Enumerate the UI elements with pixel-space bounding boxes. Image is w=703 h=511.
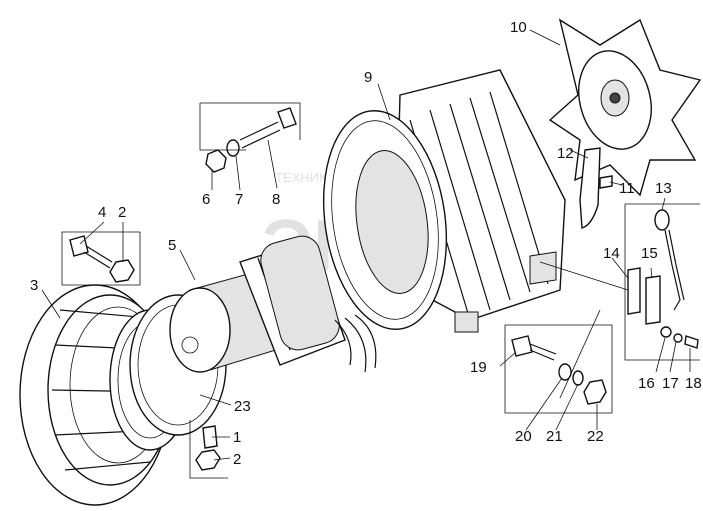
callout-15: 15: [641, 245, 658, 262]
callout-21: 21: [546, 428, 563, 445]
part-1-2-stud-set: [195, 425, 221, 471]
callout-9: 9: [364, 69, 372, 86]
callout-19: 19: [470, 359, 487, 376]
callout-2: 2: [118, 204, 126, 221]
callout-14: 14: [603, 245, 620, 262]
callout-23: 23: [234, 398, 251, 415]
leader-lines: [41, 29, 691, 461]
callout-16: 16: [638, 375, 655, 392]
callout-4: 4: [98, 204, 106, 221]
callout-18: 18: [685, 375, 702, 392]
callout-1: 1: [233, 429, 241, 446]
callout-6: 6: [202, 191, 210, 208]
callout-20: 20: [515, 428, 532, 445]
callout-8: 8: [272, 191, 280, 208]
callout-17: 17: [662, 375, 679, 392]
part-4-2-bolt-set: [69, 235, 135, 283]
part-9-stator-housing: [322, 69, 566, 333]
callout-22: 22: [587, 428, 604, 445]
callout-2: 2: [233, 451, 241, 468]
callout-11: 11: [619, 180, 635, 197]
callout-12: 12: [557, 145, 574, 162]
part-19-bolt: [511, 335, 557, 361]
callout-3: 3: [30, 277, 38, 294]
part-16-17-18-fasteners: [660, 326, 699, 349]
part-10-fan: [548, 18, 702, 197]
callout-7: 7: [235, 191, 243, 208]
callout-13: 13: [655, 180, 672, 197]
callout-5: 5: [168, 237, 176, 254]
callout-10: 10: [510, 19, 527, 36]
part-6-7-8-bolt-set: [205, 107, 297, 173]
part-5-rotor: [169, 235, 377, 373]
callout-frames: [61, 102, 700, 479]
callout-labels: 1 2 2 3 4 5 6 7 8 9 10 11 12 13 14 15 16…: [30, 19, 702, 468]
part-20-21-22-washers-nut: [558, 363, 607, 405]
part-11-screw: [599, 175, 613, 189]
part-14-15-terminal-plate: [627, 267, 661, 325]
part-12-bracket: [579, 147, 601, 229]
